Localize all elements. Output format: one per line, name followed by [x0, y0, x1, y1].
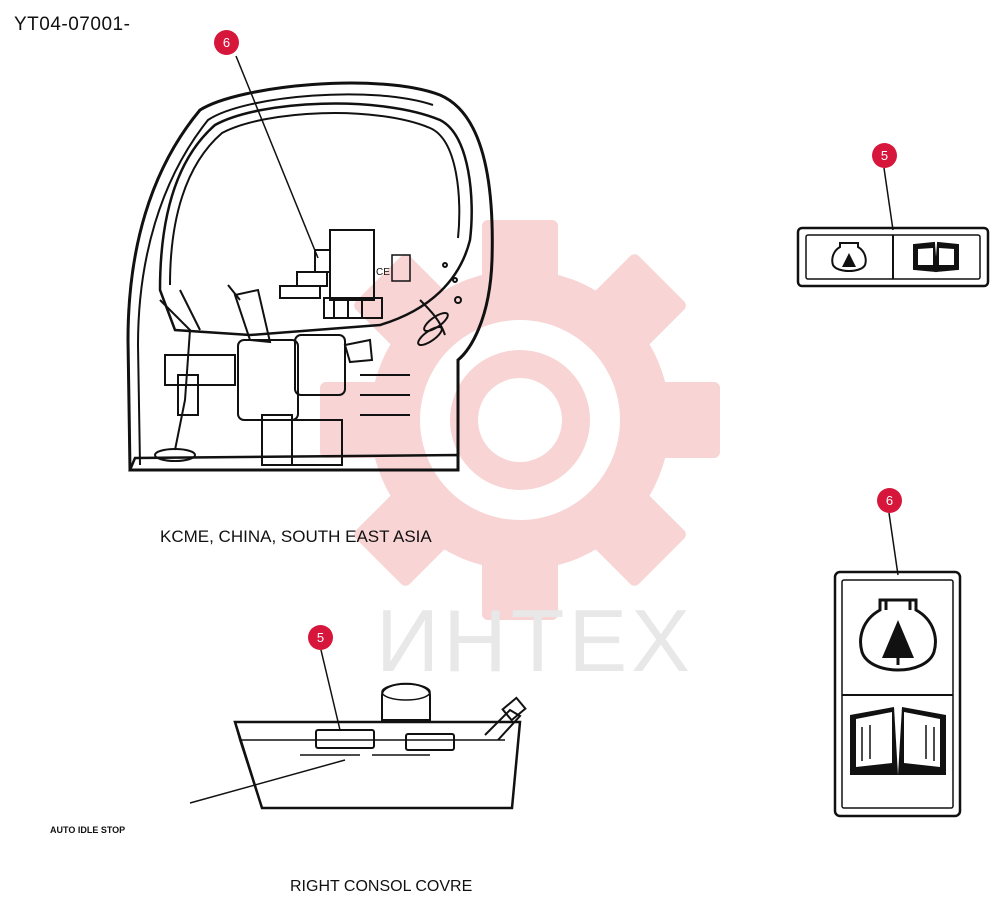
auto-idle-stop-label: AUTO IDLE STOP [50, 825, 126, 835]
callout-cab-decal: 6 [214, 30, 239, 55]
callout-large-decal: 6 [877, 488, 902, 513]
engine-idle-icon [859, 598, 937, 672]
callout-small-decal: 5 [872, 143, 897, 168]
svg-text:CE: CE [376, 267, 390, 278]
console-caption: RIGHT CONSOL COVRE [290, 878, 473, 895]
manual-book-icon [913, 241, 959, 273]
manual-book-icon [850, 707, 946, 775]
document-code: YT04-07001- [14, 14, 131, 35]
region-caption: KCME, CHINA, SOUTH EAST ASIA [160, 527, 432, 546]
watermark-text: ИНТЕХ [376, 591, 694, 690]
engine-idle-icon [831, 242, 867, 272]
callout-console-decal: 5 [308, 625, 333, 650]
